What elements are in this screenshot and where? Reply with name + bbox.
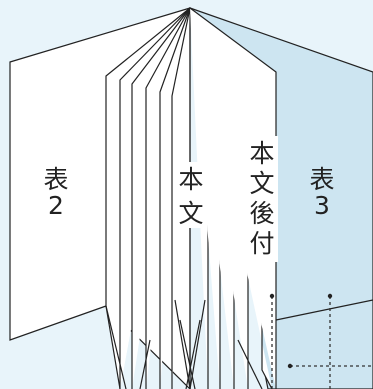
label-char: 文 xyxy=(249,169,274,198)
label-char: 表 xyxy=(309,165,334,194)
guide-dots xyxy=(269,293,333,369)
label-body: 本 文 xyxy=(178,165,203,228)
label-char: 2 xyxy=(48,191,64,220)
label-cover-2: 表 2 xyxy=(43,165,68,220)
dotted-guides xyxy=(271,296,373,389)
label-char: 本 xyxy=(178,165,203,194)
label-char: 表 xyxy=(43,165,68,194)
back-cover-edge xyxy=(189,7,277,389)
label-char: 付 xyxy=(249,229,274,258)
guide-dot xyxy=(287,363,293,369)
guide-dot xyxy=(269,293,275,299)
label-char: 本 xyxy=(249,139,274,168)
body-pages-fan xyxy=(105,7,277,389)
label-cover-3: 表 3 xyxy=(309,165,334,220)
guide-dot xyxy=(327,293,333,299)
bottom-fold-lines xyxy=(105,299,373,389)
label-char: 3 xyxy=(314,191,330,220)
label-char: 後 xyxy=(249,199,274,228)
label-char: 文 xyxy=(178,199,203,228)
label-back-matter: 本 文 後 付 xyxy=(249,139,274,258)
